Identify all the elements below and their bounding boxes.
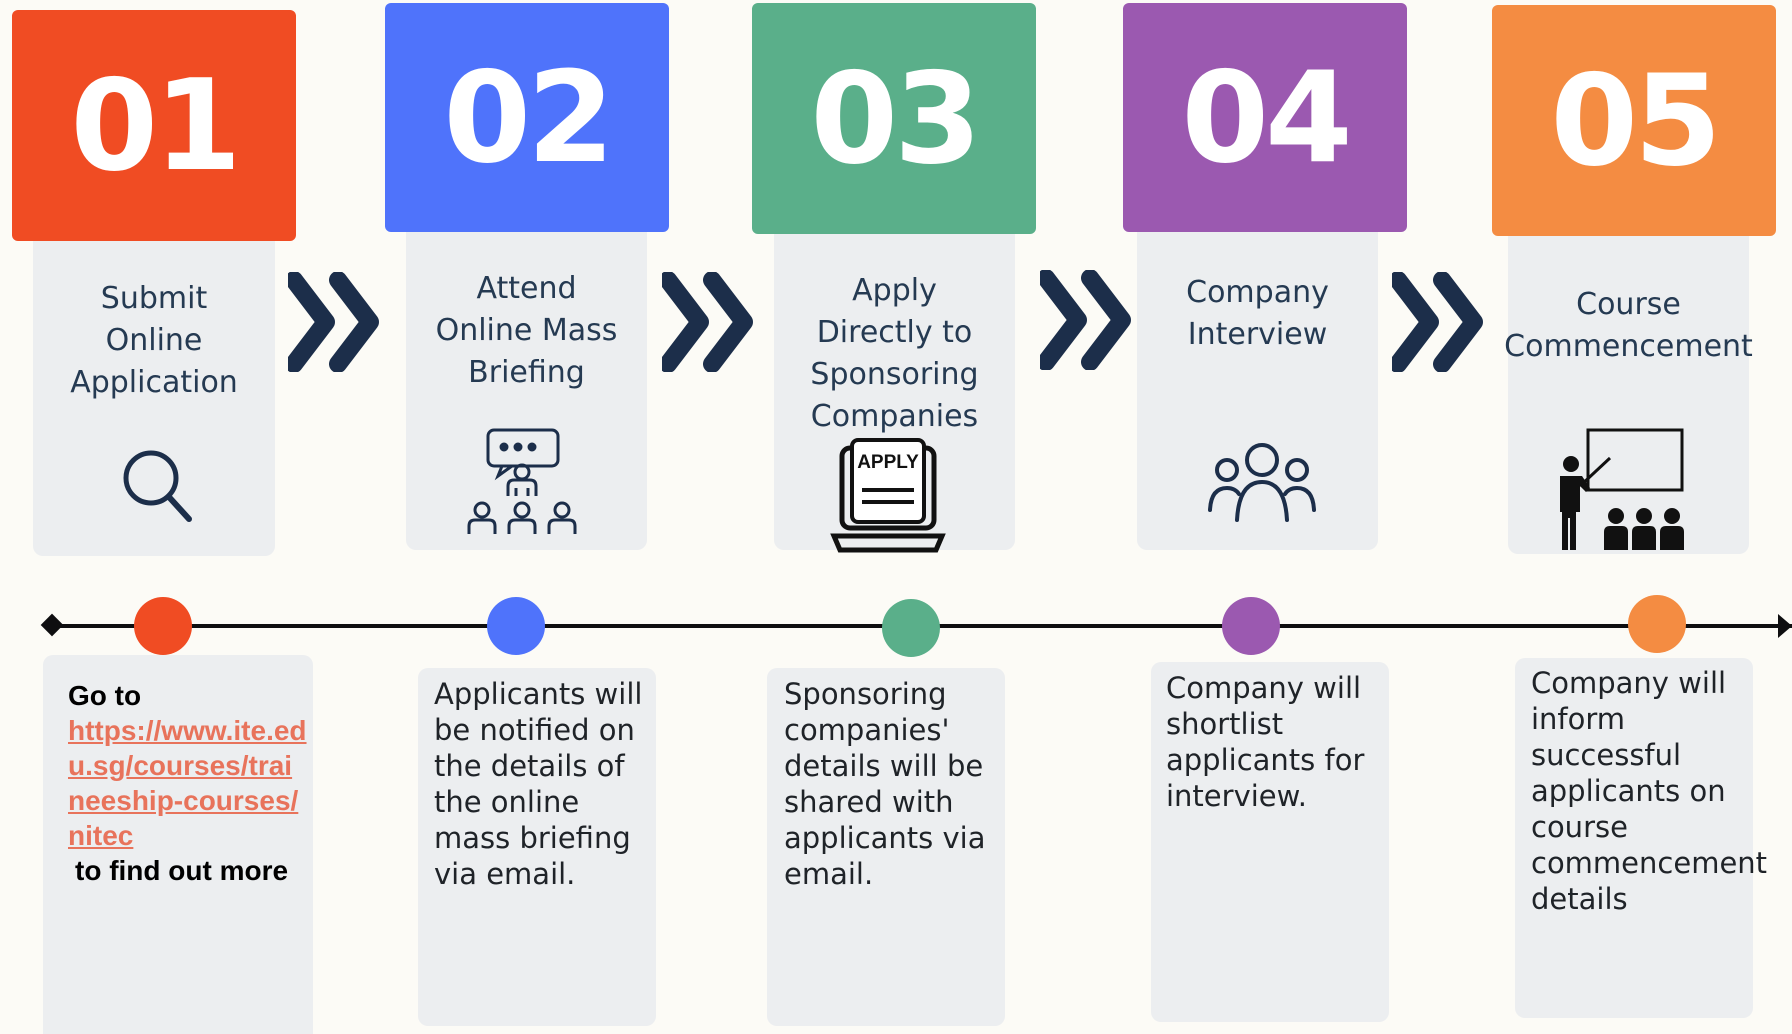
description-card-3 [767, 668, 1005, 1026]
step-2-title-line: Attend [476, 271, 577, 306]
step-title-4: Company Interview [1137, 272, 1378, 356]
step-number-5: 05 [1492, 5, 1776, 236]
timeline-end-arrow [1778, 614, 1792, 638]
step-1-title-line: Submit [100, 281, 208, 316]
chevron-right-icon [1040, 270, 1131, 370]
step-5-title-line: Commencement [1504, 329, 1753, 364]
search-icon [123, 450, 192, 522]
description-text-4: Company will shortlist applicants for in… [1166, 671, 1365, 813]
nitec-courses-link[interactable]: https://www.ite.edu.sg/courses/traineesh… [68, 715, 307, 851]
description-card-4 [1151, 662, 1389, 1022]
step-number-1: 01 [12, 10, 296, 241]
timeline-dot-3 [882, 599, 940, 657]
step-title-1: Submit Online Application [33, 278, 275, 404]
description-text-1: Go to https://www.ite.edu.sg/courses/tra… [68, 678, 308, 888]
step-number-2: 02 [385, 3, 669, 232]
step-card-1: Submit Online Application [33, 230, 275, 556]
step-3-title-line: Sponsoring [810, 357, 979, 392]
description-card-1 [43, 655, 313, 1034]
timeline-dot-2 [487, 597, 545, 655]
timeline-dot-4 [1222, 597, 1280, 655]
chevron-right-icon [662, 272, 753, 372]
step-1-title-line: Application [70, 365, 238, 400]
step-card-5: Course Commencement [1504, 220, 1753, 554]
description-card-2 [418, 668, 656, 1026]
step-card-3: Apply Directly to Sponsoring Companies A… [774, 220, 1015, 553]
description-1-suffix: to find out more [75, 855, 289, 886]
step-number-4: 04 [1123, 3, 1407, 232]
step-title-2: Attend Online Mass Briefing [406, 268, 647, 394]
description-text-3: Sponsoring companies' details will be sh… [784, 677, 986, 891]
description-text-5: Company will inform successful applicant… [1531, 666, 1768, 916]
description-1-prefix: Go to [68, 680, 142, 711]
step-3-title-line: Apply [852, 273, 937, 308]
teacher-classroom-icon [1560, 428, 1684, 550]
chevron-right-icon [288, 272, 379, 372]
timeline-dot-5 [1628, 595, 1686, 653]
step-5-title-line: Course [1576, 287, 1681, 322]
step-3-title-line: Directly to [816, 315, 973, 350]
step-card-2: Attend Online Mass Briefing [406, 220, 647, 550]
step-1-title-line: Online [105, 323, 203, 358]
step-2-title-line: Briefing [468, 355, 585, 390]
timeline-start-marker [40, 613, 64, 637]
step-3-title-line: Companies [810, 399, 979, 434]
chevron-right-icon [1392, 272, 1483, 372]
apply-laptop-icon: APPLY [830, 438, 946, 556]
timeline-dot-1 [134, 597, 192, 655]
group-people-icon [1208, 443, 1316, 522]
apply-icon-label: APPLY [857, 452, 919, 473]
step-title-5: Course Commencement [1488, 284, 1769, 368]
description-card-5 [1515, 658, 1753, 1018]
step-card-4: Company Interview [1137, 220, 1378, 550]
step-number-3: 03 [752, 3, 1036, 234]
description-text-2: Applicants will be notified on the detai… [434, 677, 643, 891]
step-2-title-line: Online Mass [435, 313, 618, 348]
step-4-title-line: Company [1186, 275, 1329, 310]
step-title-3: Apply Directly to Sponsoring Companies [774, 270, 1015, 438]
presentation-audience-icon [467, 428, 577, 534]
step-4-title-line: Interview [1187, 317, 1328, 352]
